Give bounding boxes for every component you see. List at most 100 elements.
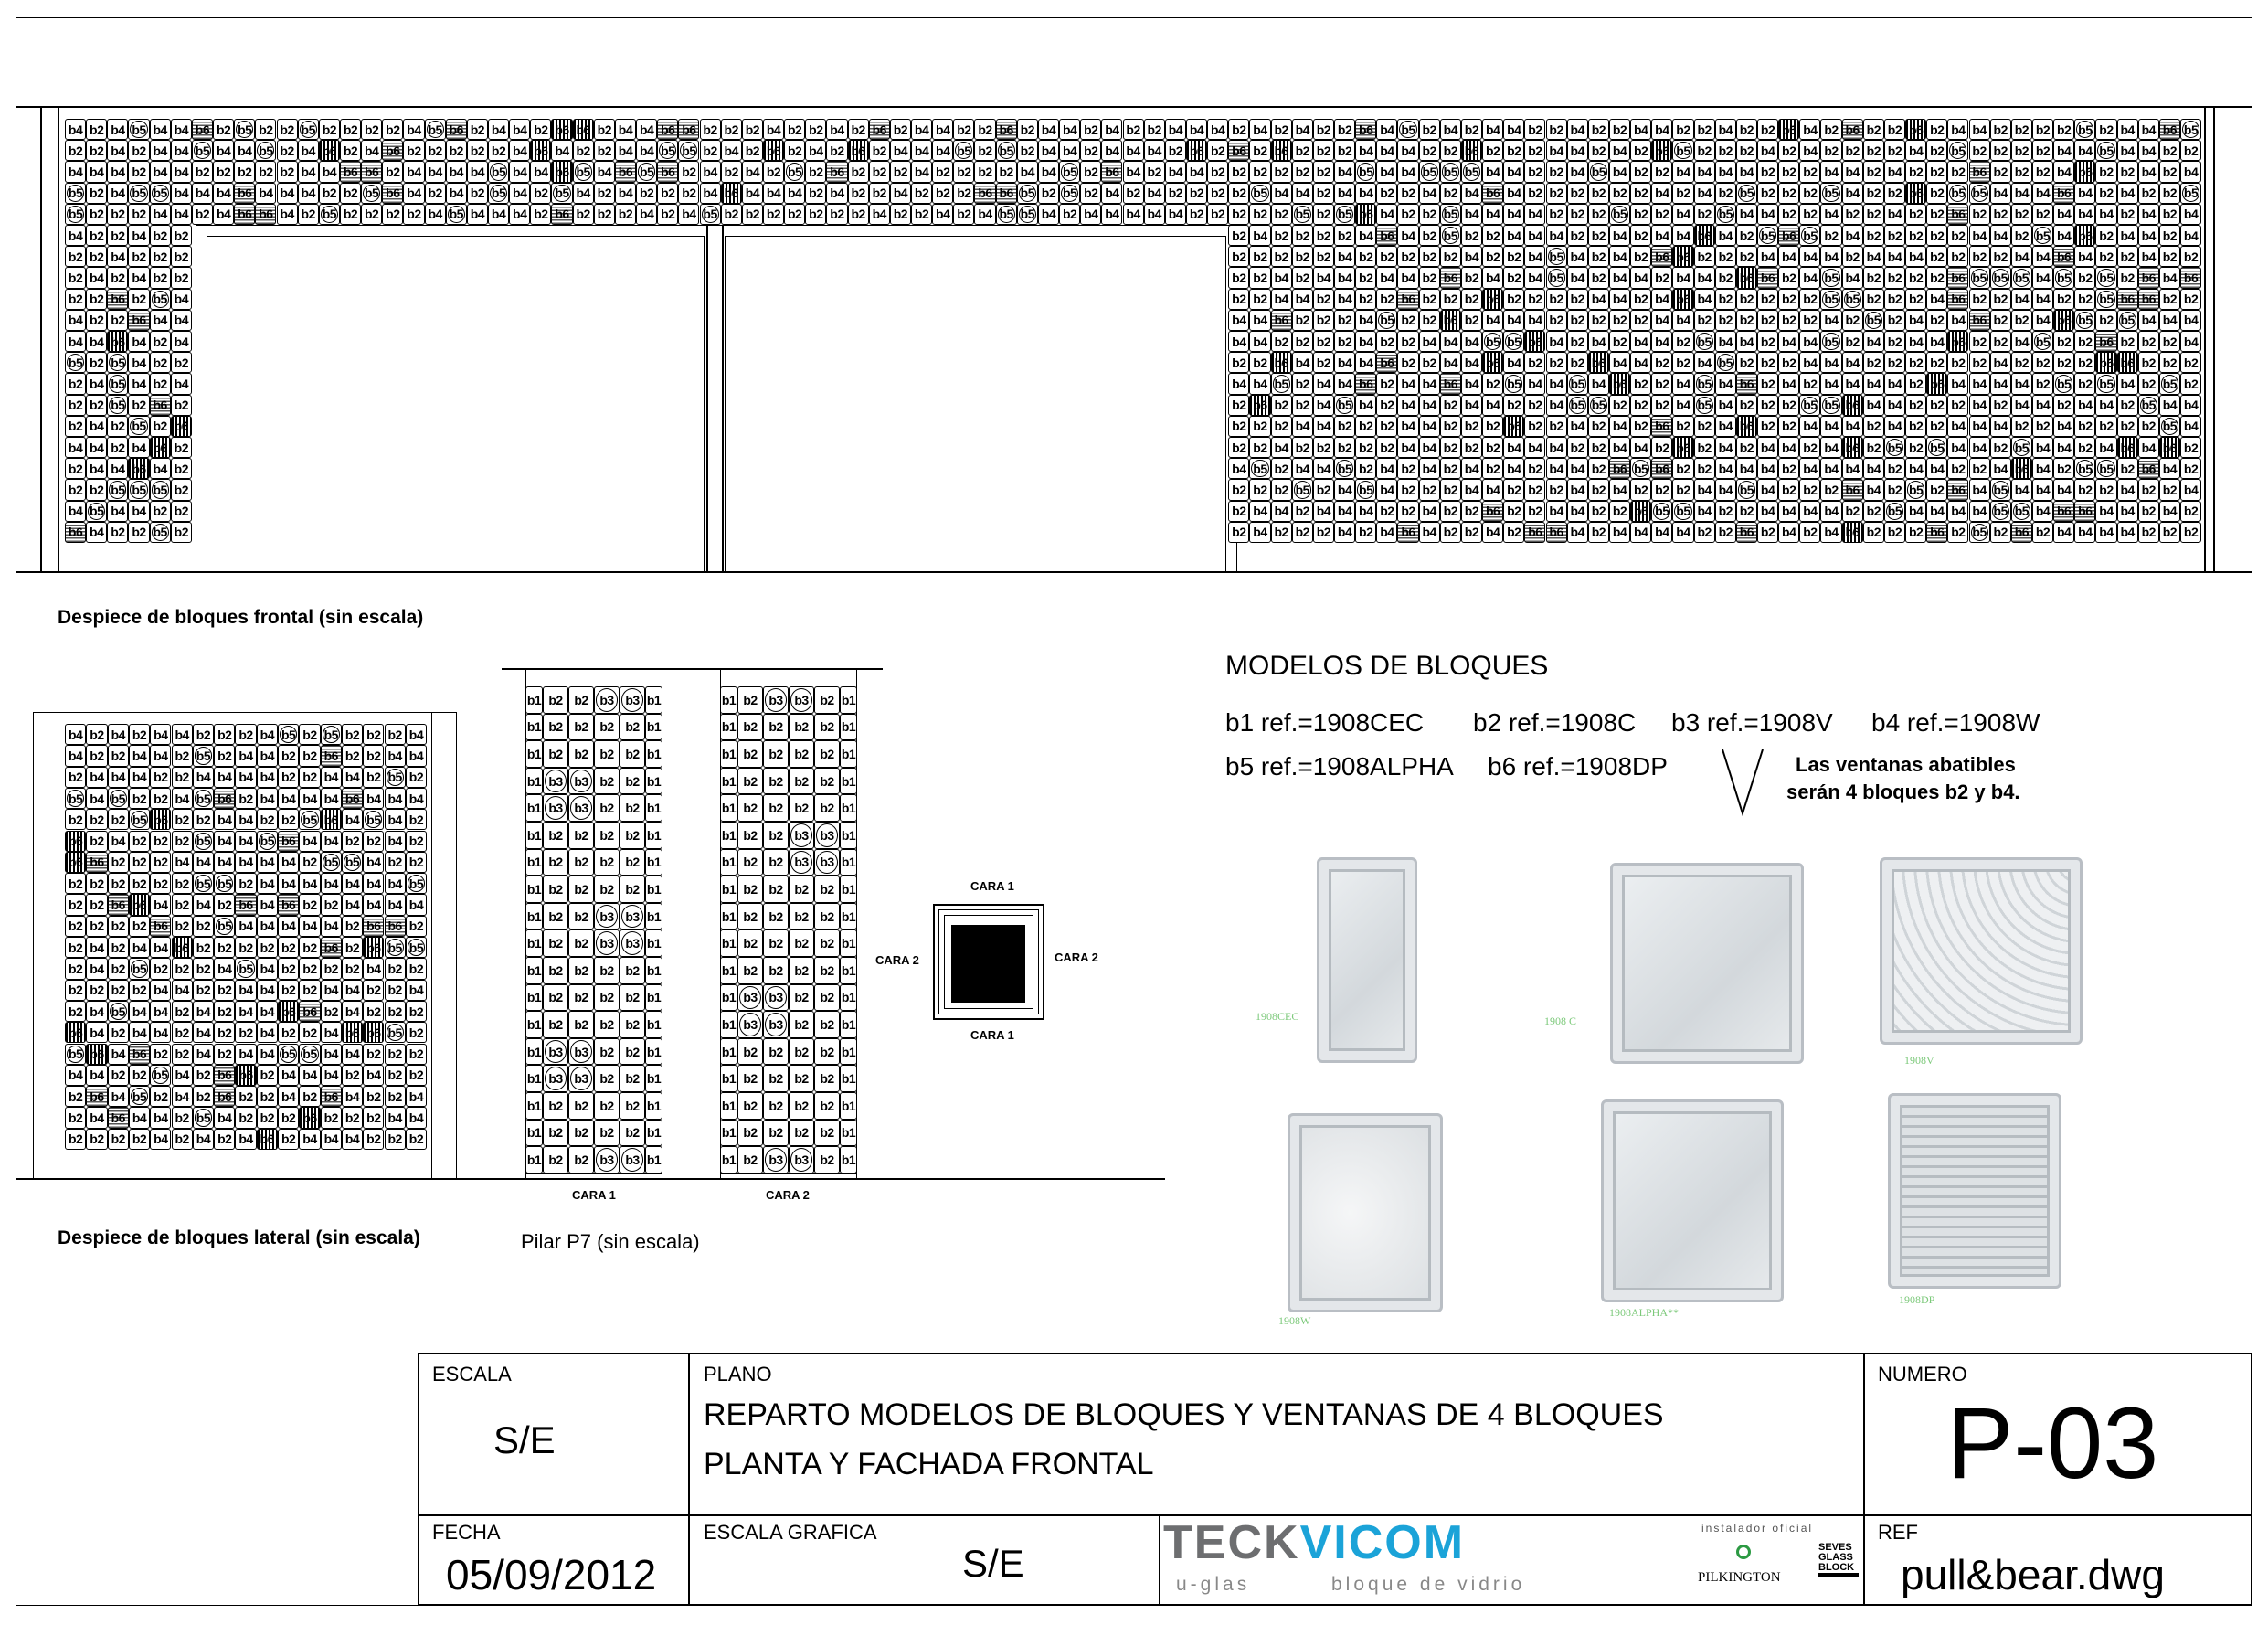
block-cell: b2 [1778, 161, 1800, 183]
block-cell: b2 [678, 161, 700, 183]
block-cell: b2 [1122, 119, 1144, 141]
block-cell: b2 [1968, 458, 1990, 480]
block-cell: b4 [1355, 182, 1377, 204]
block-cell: b4 [235, 809, 257, 831]
block-cell: b2 [170, 437, 192, 459]
block-cell: b2 [1566, 182, 1588, 204]
block-cell: b2 [192, 809, 215, 831]
block-cell: b3 [789, 848, 814, 876]
ref-value: pull&bear.dwg [1901, 1551, 2165, 1598]
block-cell: b2 [1989, 309, 2011, 331]
block-cell: b2 [1291, 140, 1313, 162]
block-cell: b2 [1524, 161, 1546, 183]
block-cell: b2 [278, 1022, 300, 1044]
block-cell: b1 [720, 848, 737, 876]
block-cell: b2 [543, 822, 568, 849]
block-cell: b2 [1291, 267, 1313, 289]
block-cell: b2 [1926, 267, 1948, 289]
block-cell: b2 [1905, 373, 1927, 395]
block-cell: b4 [1926, 288, 1948, 310]
opening-left [207, 236, 705, 572]
block-cell: b2 [65, 915, 87, 937]
block-cell: b2 [2116, 331, 2138, 353]
block-cell: b4 [86, 937, 108, 959]
block-cell: b2 [1545, 415, 1567, 437]
block-cell: b2 [1735, 288, 1757, 310]
block-cell: b4 [384, 745, 406, 767]
block-cell: b2 [620, 822, 645, 849]
block-cell: b4 [2074, 140, 2096, 162]
block-cell: b2 [889, 203, 911, 225]
block-cell: b6 [86, 851, 108, 874]
block-cell: b4 [1947, 309, 1969, 331]
block-cell: b5 [1608, 203, 1631, 225]
block-cell: b2 [1862, 288, 1884, 310]
block-cell: b2 [1714, 140, 1736, 162]
block-cell: b2 [568, 957, 594, 984]
block-cell: b2 [149, 373, 171, 395]
block-cell: b2 [213, 119, 235, 141]
block-cell: b2 [1757, 415, 1779, 437]
block-cell: b5 [1630, 458, 1652, 480]
block-cell: b4 [405, 1107, 428, 1129]
block-cell: b4 [2074, 203, 2096, 225]
block-cell: b2 [2158, 161, 2180, 183]
block-cell: b4 [384, 787, 406, 810]
block-cell: b4 [1355, 331, 1377, 353]
block-cell: b2 [1397, 352, 1419, 374]
block-cell: b2 [1207, 203, 1229, 225]
block-cell: b4 [255, 182, 277, 204]
block-cell: b4 [2158, 309, 2180, 331]
block-cell: b2 [1905, 288, 1927, 310]
block-cell: b2 [805, 161, 827, 183]
block-cell: b4 [1608, 521, 1631, 543]
block-cell: b2 [814, 983, 840, 1012]
block-cell: b2 [868, 182, 890, 204]
block-cell: b2 [1270, 479, 1292, 501]
block-cell: b2 [737, 1146, 763, 1174]
block-cell: b2 [594, 822, 620, 849]
block-cell: b4 [170, 288, 192, 310]
block-cell: b4 [1482, 203, 1504, 225]
plan-label-right: CARA 2 [1055, 951, 1098, 964]
block-cell: b2 [593, 203, 615, 225]
block-cell: b2 [299, 851, 321, 874]
block-cell: b6 [2095, 352, 2117, 374]
block-cell: b5 [2010, 267, 2032, 289]
block-cell: b2 [171, 1000, 193, 1023]
block-cell: b4 [341, 894, 364, 916]
block-cell: b4 [1460, 479, 1483, 501]
block-cell: b2 [763, 713, 789, 741]
block-cell: b4 [636, 119, 658, 141]
block-cell: b4 [128, 937, 151, 959]
block-cell: b6 [1693, 225, 1715, 247]
block-cell: b4 [320, 1043, 342, 1065]
block-cell: b2 [814, 1065, 840, 1092]
block-cell: b4 [170, 161, 192, 183]
block-cell: b1 [840, 1037, 857, 1066]
block-cell: b2 [543, 1146, 568, 1174]
block-cell: b2 [107, 1022, 129, 1044]
block-cell: b2 [214, 745, 236, 767]
block-cell: b2 [384, 1064, 406, 1087]
block-cell: b2 [763, 848, 789, 876]
block-cell: b4 [1503, 182, 1525, 204]
block-cell: b4 [128, 331, 150, 353]
block-cell: b4 [1291, 458, 1313, 480]
block-cell: b5 [1693, 331, 1715, 353]
block-cell: b4 [278, 915, 300, 937]
block-cell: b4 [256, 745, 278, 767]
block-cell: b4 [1799, 267, 1821, 289]
block-cell: b2 [1587, 246, 1609, 268]
block-cell: b4 [1460, 394, 1483, 416]
block-cell: b6 [657, 119, 679, 141]
block-cell: b6 [1926, 373, 1948, 395]
block-cell: b2 [953, 203, 975, 225]
block-cell: b4 [2074, 394, 2096, 416]
block-cell: b2 [256, 1107, 278, 1129]
block-cell: b2 [276, 161, 298, 183]
block-cell: b5 [1989, 500, 2011, 522]
block-cell: b4 [1608, 267, 1631, 289]
block-cell: b2 [1376, 373, 1398, 395]
block-cell: b4 [170, 182, 192, 204]
